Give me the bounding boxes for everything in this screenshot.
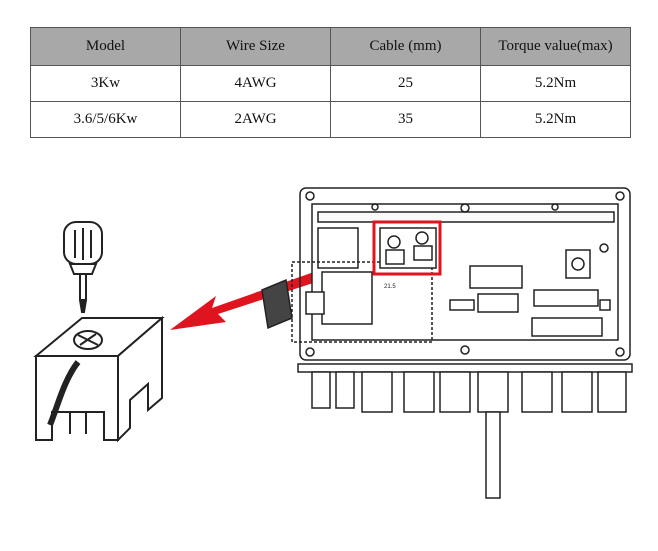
table-row: 3Kw 4AWG 25 5.2Nm [30,65,631,102]
cell-model: 3Kw [30,65,181,102]
header-model: Model [30,27,181,66]
table-row: 3.6/5/6Kw 2AWG 35 5.2Nm [30,101,631,138]
dimension-label: 21.5 [384,284,396,290]
header-wire-size: Wire Size [180,27,331,66]
cable-glands [297,363,633,499]
header-torque: Torque value(max) [480,27,631,66]
installation-illustration: 21.5 [33,187,633,499]
inverter-diagram: 21.5 [261,187,631,361]
cell-cable: 35 [330,101,481,138]
screwdriver-icon [63,221,103,313]
cell-cable: 25 [330,65,481,102]
cell-torque: 5.2Nm [480,101,631,138]
cell-model: 3.6/5/6Kw [30,101,181,138]
cell-wire-size: 4AWG [180,65,331,102]
wire-spec-table: Model Wire Size Cable (mm) Torque value(… [30,27,631,138]
cell-torque: 5.2Nm [480,65,631,102]
table-header-row: Model Wire Size Cable (mm) Torque value(… [30,27,631,66]
cell-wire-size: 2AWG [180,101,331,138]
terminal-highlight [372,220,442,276]
terminal-block-icon [33,315,165,443]
header-cable: Cable (mm) [330,27,481,66]
